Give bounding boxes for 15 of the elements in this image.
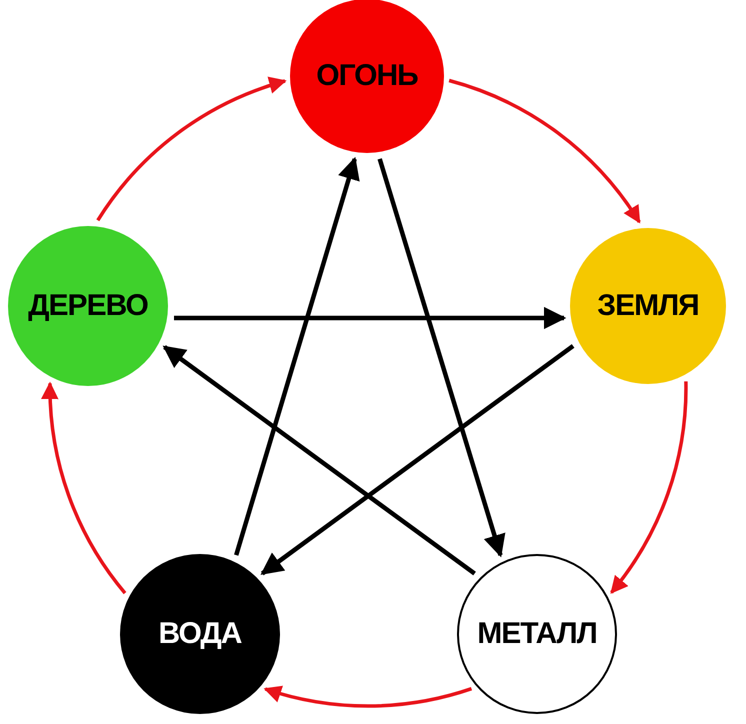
element-label: ВОДА: [158, 617, 242, 651]
arrow: [96, 78, 287, 222]
arrow: [448, 78, 641, 224]
element-label: ЗЕМЛЯ: [597, 289, 699, 323]
arrow: [378, 158, 506, 558]
arrow: [234, 156, 360, 556]
arrow: [162, 345, 476, 576]
arrow: [264, 684, 472, 708]
arrow: [260, 344, 574, 576]
arrow: [610, 381, 688, 594]
element-label: ДЕРЕВО: [28, 289, 148, 323]
arrow: [42, 382, 126, 594]
arrow: [174, 306, 566, 330]
element-label: МЕТАЛЛ: [477, 617, 597, 651]
element-label: ОГОНЬ: [316, 59, 418, 93]
